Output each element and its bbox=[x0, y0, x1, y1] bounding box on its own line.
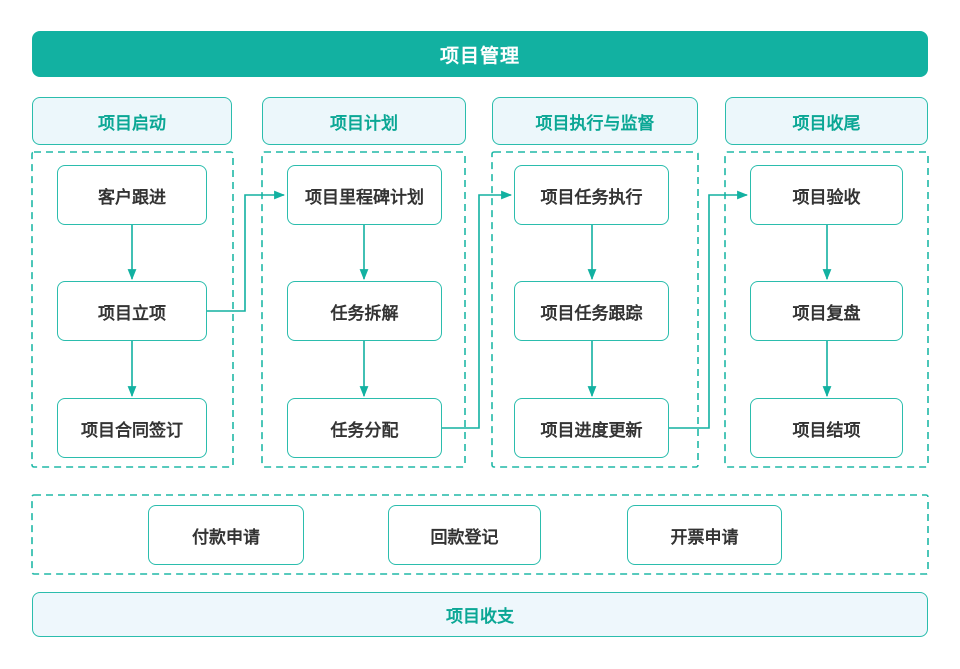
stage-border-execution bbox=[491, 151, 699, 468]
node-invoice-request: 开票申请 bbox=[627, 505, 782, 565]
node-project-initiation: 项目立项 bbox=[57, 281, 207, 341]
node-label: 项目复盘 bbox=[792, 303, 861, 323]
node-milestone-plan: 项目里程碑计划 bbox=[287, 165, 442, 225]
arrow-assignment-to-execution bbox=[442, 190, 513, 429]
stage-header-execution: 项目执行与监督 bbox=[492, 97, 698, 145]
flow-arrows bbox=[127, 190, 832, 429]
node-task-breakdown: 任务拆解 bbox=[287, 281, 442, 341]
node-label: 项目任务跟踪 bbox=[540, 303, 643, 323]
node-task-tracking: 项目任务跟踪 bbox=[514, 281, 669, 341]
node-label: 付款申请 bbox=[192, 527, 260, 547]
stage-border-planning bbox=[261, 151, 466, 468]
stage-header-label: 项目收尾 bbox=[792, 113, 861, 133]
node-label: 项目验收 bbox=[792, 187, 861, 207]
node-label: 项目进度更新 bbox=[540, 420, 643, 440]
stage-header-planning: 项目计划 bbox=[262, 97, 466, 145]
stage-header-initiation: 项目启动 bbox=[32, 97, 232, 145]
node-payment-collection: 回款登记 bbox=[388, 505, 541, 565]
node-label: 任务拆解 bbox=[330, 303, 399, 323]
node-label: 开票申请 bbox=[670, 527, 739, 547]
node-customer-follow-up: 客户跟进 bbox=[57, 165, 207, 225]
arrow-progress-to-acceptance bbox=[669, 190, 749, 429]
node-contract-signing: 项目合同签订 bbox=[57, 398, 207, 458]
node-label: 项目合同签订 bbox=[81, 420, 183, 440]
stage-header-label: 项目启动 bbox=[98, 113, 166, 133]
stage-border-initiation bbox=[31, 151, 234, 468]
node-label: 项目任务执行 bbox=[540, 187, 643, 207]
node-label: 回款登记 bbox=[430, 527, 499, 547]
node-payment-request: 付款申请 bbox=[148, 505, 304, 565]
node-label: 项目立项 bbox=[98, 303, 166, 323]
main-title-banner: 项目管理 bbox=[32, 31, 928, 77]
node-progress-update: 项目进度更新 bbox=[514, 398, 669, 458]
node-label: 客户跟进 bbox=[98, 187, 166, 207]
node-project-closure: 项目结项 bbox=[750, 398, 903, 458]
finance-banner-title: 项目收支 bbox=[446, 607, 514, 626]
node-task-execution: 项目任务执行 bbox=[514, 165, 669, 225]
arrow-initiation-to-milestone bbox=[207, 190, 286, 312]
stage-header-label: 项目计划 bbox=[330, 113, 398, 133]
node-project-acceptance: 项目验收 bbox=[750, 165, 903, 225]
main-title: 项目管理 bbox=[439, 45, 520, 67]
node-label: 任务分配 bbox=[330, 420, 399, 440]
stage-header-label: 项目执行与监督 bbox=[535, 113, 655, 133]
node-label: 项目结项 bbox=[792, 420, 861, 440]
node-label: 项目里程碑计划 bbox=[305, 187, 424, 207]
stage-border-closing bbox=[724, 151, 929, 468]
node-task-assignment: 任务分配 bbox=[287, 398, 442, 458]
stage-dashed-borders bbox=[31, 151, 929, 575]
finance-banner: 项目收支 bbox=[32, 592, 928, 637]
stage-header-closing: 项目收尾 bbox=[725, 97, 928, 145]
finance-border bbox=[31, 494, 929, 575]
node-project-review: 项目复盘 bbox=[750, 281, 903, 341]
